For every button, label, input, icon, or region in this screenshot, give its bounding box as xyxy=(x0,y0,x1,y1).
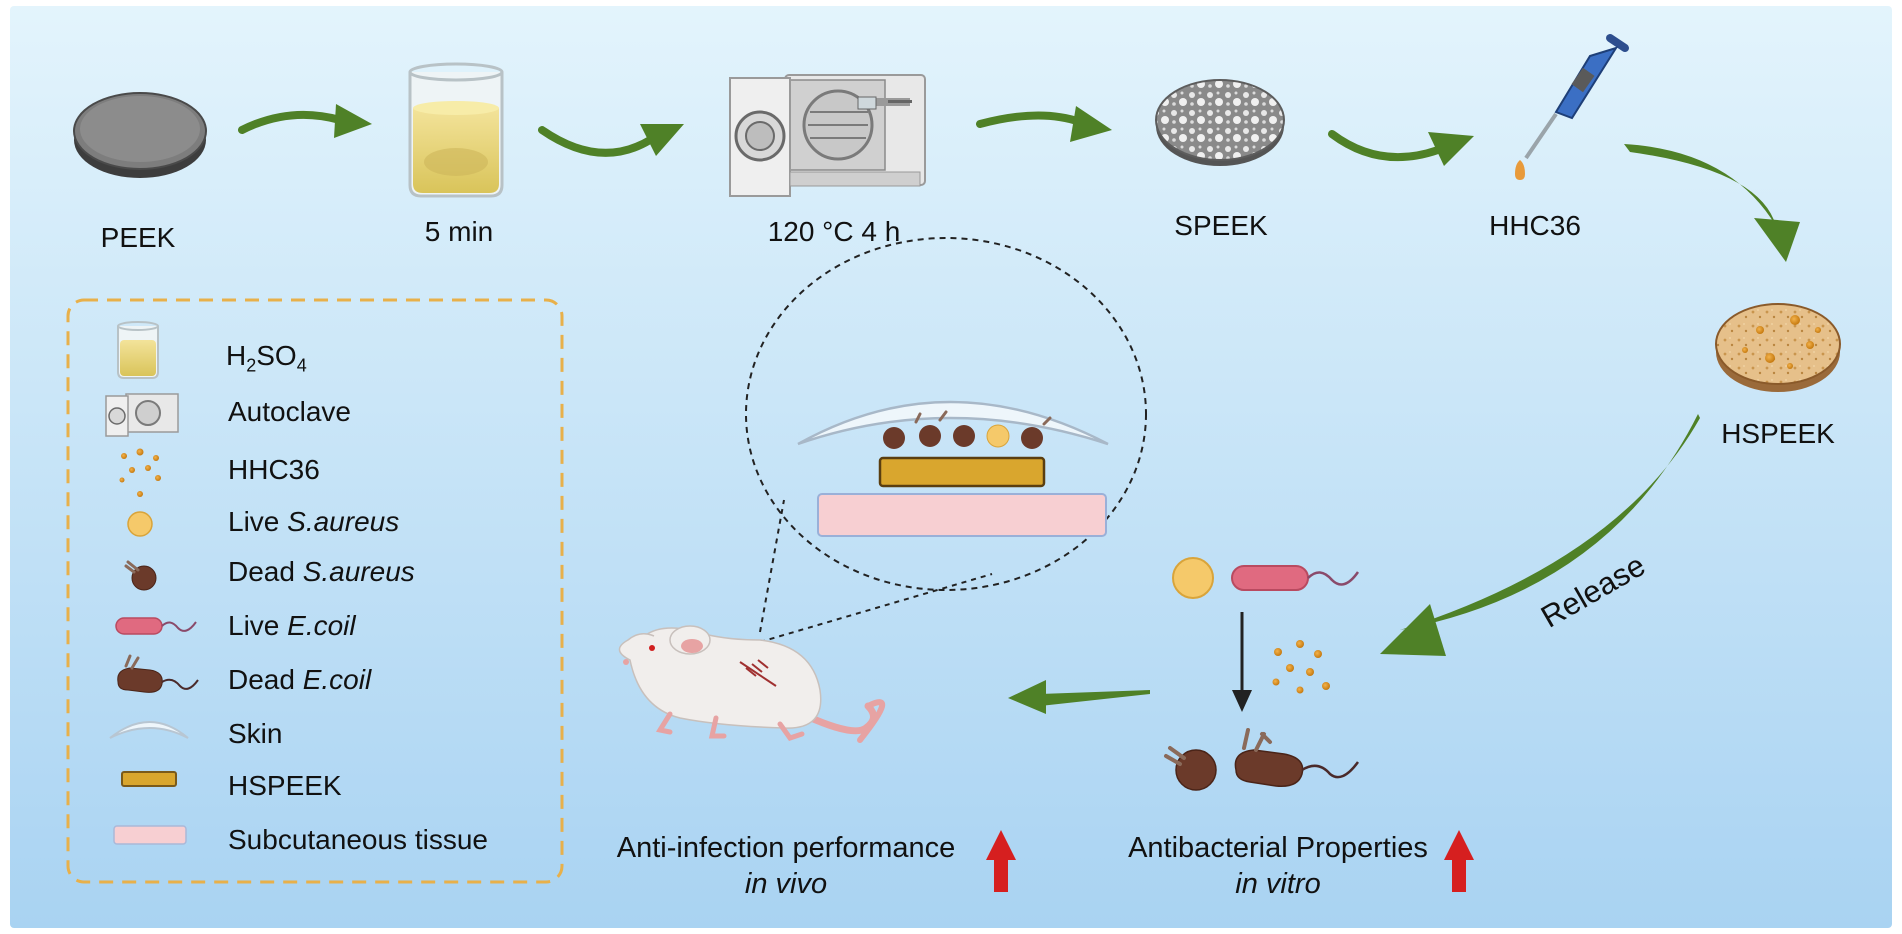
increase-arrow-in-vivo xyxy=(986,830,1016,892)
inset-bacteria xyxy=(883,410,1052,449)
inset-pointer-left xyxy=(759,499,785,633)
pipette-icon xyxy=(1515,34,1629,180)
flow-arrow-1 xyxy=(238,104,372,138)
legend-beaker-icon xyxy=(117,321,159,379)
legend-label-hspeek: HSPEEK xyxy=(228,770,342,801)
in-vivo-title: Anti-infection performance xyxy=(616,832,956,864)
release-arrow xyxy=(1380,414,1700,656)
speek-disc-icon xyxy=(1155,79,1285,166)
legend-label-h2so4: H2SO4 xyxy=(226,340,307,376)
hhc36-label: HHC36 xyxy=(1489,210,1581,241)
mouse-icon xyxy=(618,625,886,743)
hspeek-disc-icon xyxy=(1715,303,1841,392)
time-label: 5 min xyxy=(424,216,494,247)
flow-arrow-5 xyxy=(1624,144,1800,262)
legend-label-skin: Skin xyxy=(228,718,283,749)
legend-label-live-ecoli: Live E.coil xyxy=(228,610,356,641)
legend-hspeek-bar-icon xyxy=(121,771,177,787)
flow-arrow-3 xyxy=(976,106,1112,142)
in-vitro-subtitle: in vitro xyxy=(1235,868,1321,900)
autoclave-icon xyxy=(729,74,926,197)
flow-arrow-4 xyxy=(1328,130,1474,166)
legend-label-subcutaneous-tissue: Subcutaneous tissue xyxy=(228,824,488,855)
legend-subcutaneous-tissue-icon xyxy=(113,825,187,845)
inset-subcutaneous-layer xyxy=(817,493,1107,537)
live-saureus-vitro xyxy=(1172,557,1214,599)
inset-pointer-right xyxy=(759,573,993,643)
legend-live-saureus-icon xyxy=(127,511,153,537)
dead-ecoli-vitro xyxy=(1234,728,1360,787)
in-vitro-outcome: Antibacterial Properties in vitro xyxy=(1128,830,1428,902)
legend-label-dead-saureus: Dead S.aureus xyxy=(228,556,415,587)
legend-label-autoclave: Autoclave xyxy=(228,396,351,427)
inset-hspeek-layer xyxy=(878,456,1046,488)
hhc36-particles-vitro xyxy=(1272,640,1330,694)
increase-arrow-in-vitro xyxy=(1444,830,1474,892)
autoclave-condition-label: 120 °C 4 h xyxy=(767,216,901,247)
peek-disc-icon xyxy=(73,92,207,178)
arrow-to-in-vivo xyxy=(1008,680,1150,714)
legend-label-dead-ecoli: Dead E.coil xyxy=(228,664,372,695)
flow-arrow-2 xyxy=(538,124,684,157)
inset-skin-layer xyxy=(797,400,1109,446)
in-vivo-outcome: Anti-infection performance in vivo xyxy=(617,830,956,902)
legend-label-hhc36: HHC36 xyxy=(228,454,320,485)
beaker-icon xyxy=(408,62,504,198)
legend-autoclave-icon xyxy=(105,393,179,437)
legend-live-ecoli-icon xyxy=(115,617,197,635)
legend-hhc36-particles-icon xyxy=(119,448,161,497)
peek-label: PEEK xyxy=(100,222,176,253)
legend-label-live-saureus: Live S.aureus xyxy=(228,506,400,537)
legend-dead-ecoli-icon xyxy=(117,654,199,693)
legend-box xyxy=(66,298,564,884)
in-vivo-subtitle: in vivo xyxy=(744,868,828,900)
live-ecoli-vitro xyxy=(1231,565,1360,591)
in-vitro-title: Antibacterial Properties xyxy=(1128,832,1428,864)
legend-dead-saureus-icon xyxy=(124,560,157,591)
dead-saureus-vitro xyxy=(1164,746,1217,791)
inset-ellipse xyxy=(745,237,1147,591)
speek-label: SPEEK xyxy=(1174,210,1268,241)
legend-skin-icon xyxy=(109,721,189,739)
hspeek-label: HSPEEK xyxy=(1721,418,1835,449)
process-arrow-down xyxy=(1232,612,1252,712)
